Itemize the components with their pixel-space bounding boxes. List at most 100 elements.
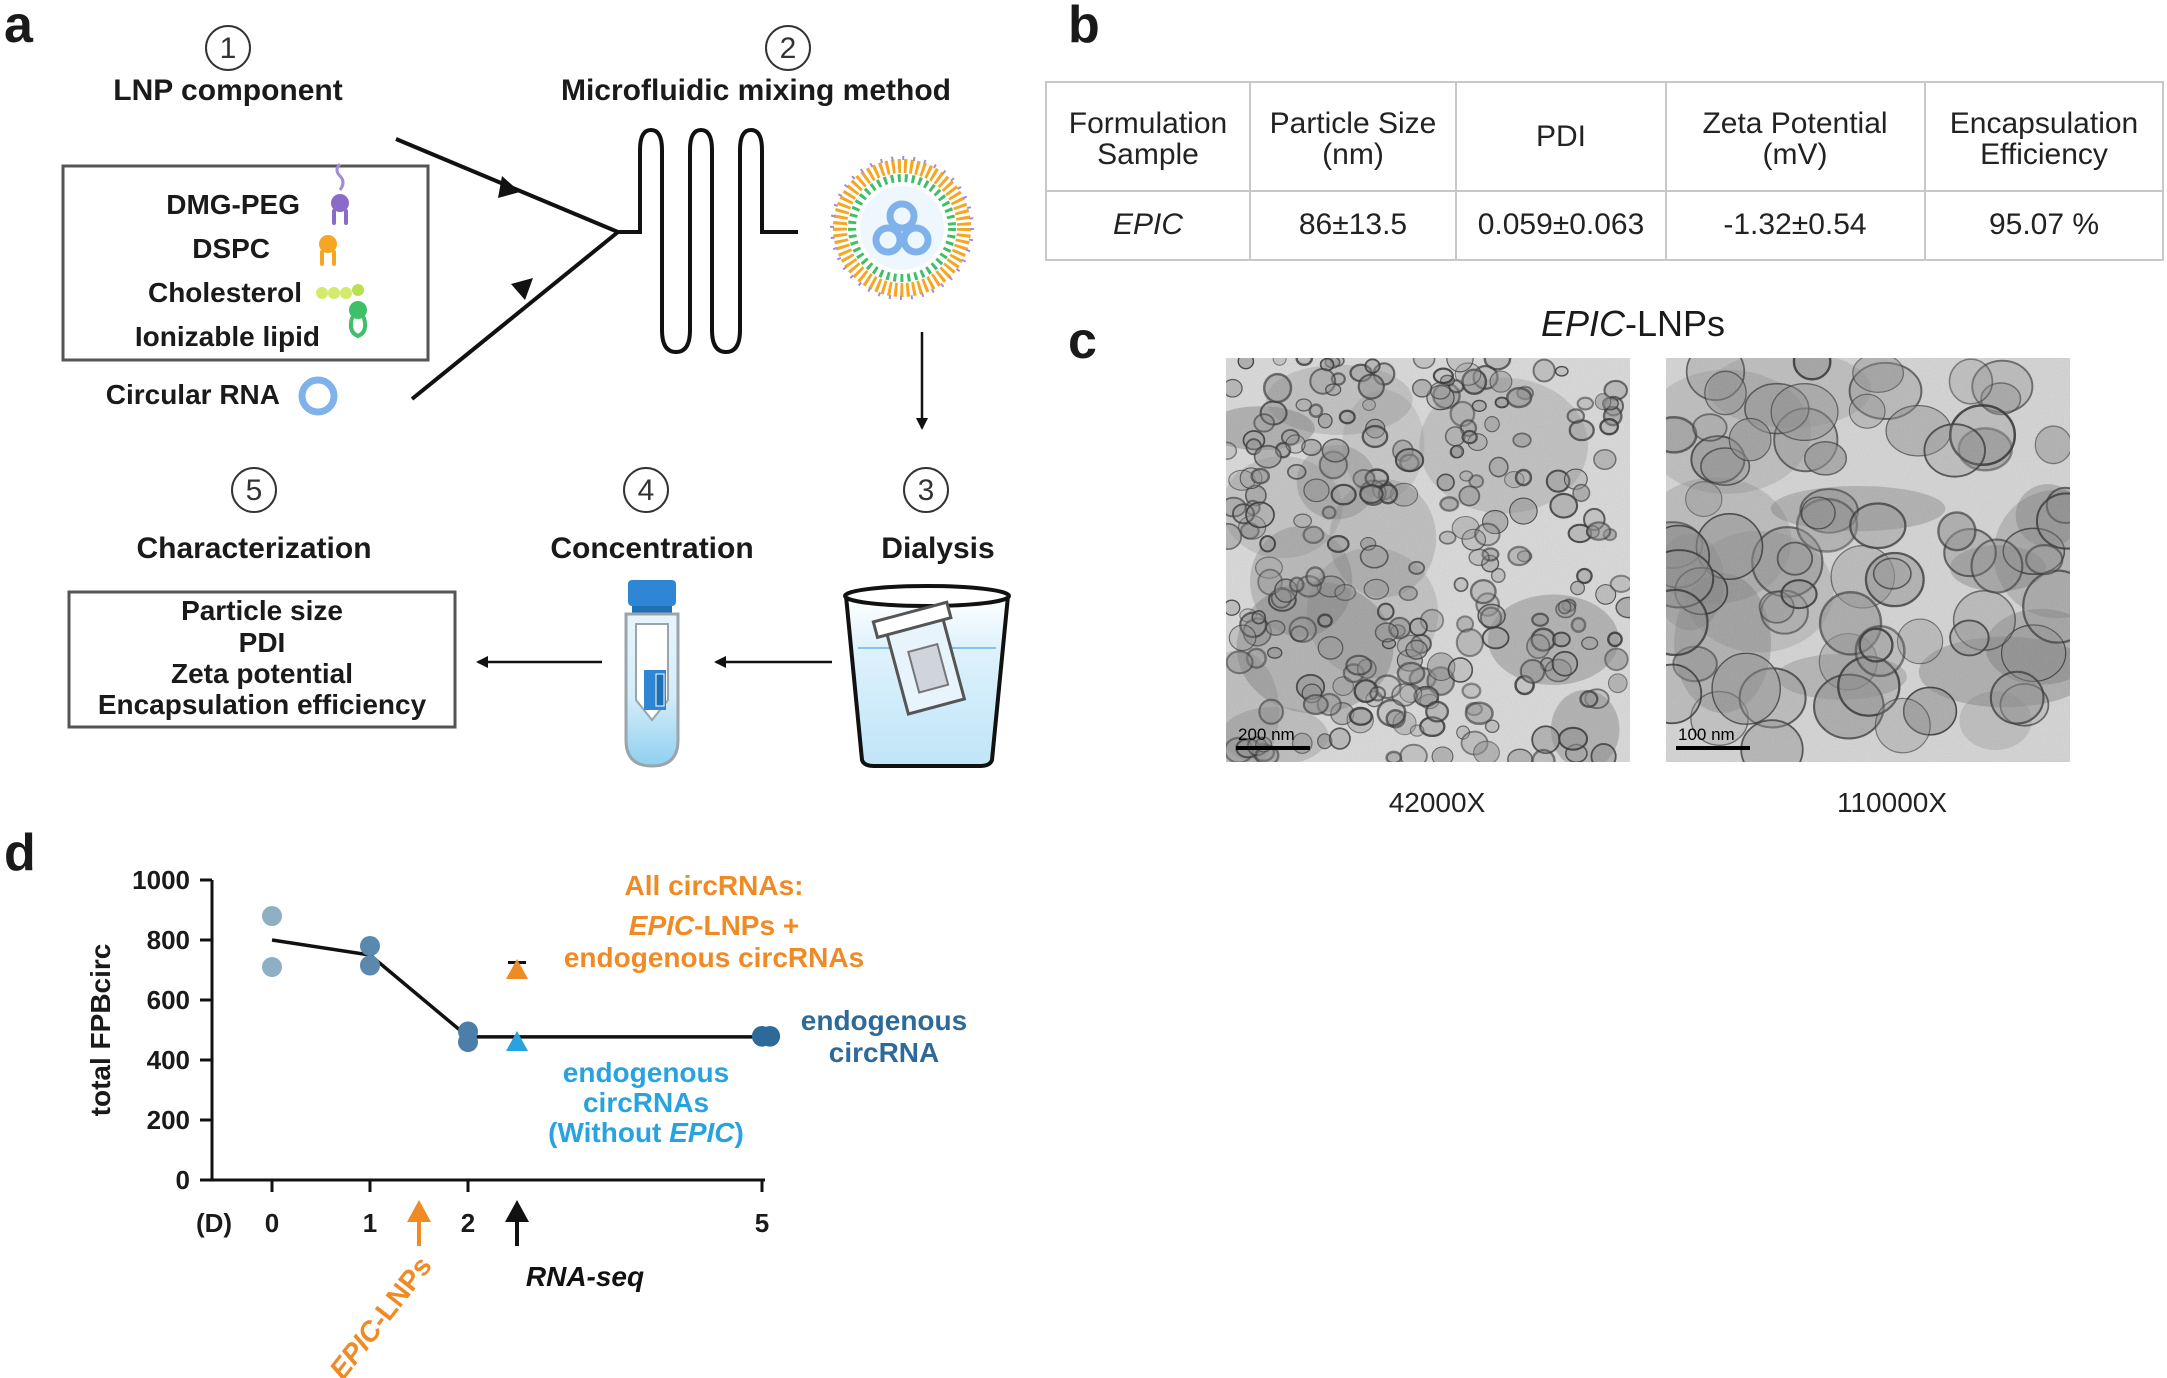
magnification-label-2: 110000X bbox=[1837, 787, 1947, 818]
magnification-label-1: 42000X bbox=[1389, 787, 1486, 818]
data-point-endogenous bbox=[262, 957, 282, 977]
tem-image-42000x: 200 nm bbox=[1226, 358, 1630, 762]
data-point-all-circrnas bbox=[506, 959, 528, 979]
step-2-title: Microfluidic mixing method bbox=[561, 74, 951, 107]
circular-rna-label: Circular RNA bbox=[106, 379, 280, 410]
annotation-endogenous-1: endogenous bbox=[801, 1005, 967, 1036]
step-3-number: 3 bbox=[918, 474, 935, 507]
component-cholesterol: Cholesterol bbox=[148, 277, 302, 308]
x-tick-label: 5 bbox=[755, 1208, 769, 1238]
arrow-rna-seq-head bbox=[505, 1200, 529, 1222]
panel-label-b: b bbox=[1068, 0, 1100, 54]
scale-bar-label-2: 100 nm bbox=[1678, 725, 1735, 744]
annotation-without-1: endogenous bbox=[563, 1057, 729, 1088]
y-tick-label: 800 bbox=[147, 925, 190, 955]
y-tick-label: 1000 bbox=[132, 865, 190, 895]
step-2-number: 2 bbox=[780, 32, 797, 65]
x-tick-label: 0 bbox=[265, 1208, 279, 1238]
tem-title: EPIC-LNPs bbox=[1541, 303, 1725, 344]
table-header-zeta-2: (mV) bbox=[1763, 138, 1828, 171]
characterization-zeta-potential: Zeta potential bbox=[171, 658, 353, 689]
panel-label-d: d bbox=[4, 824, 36, 882]
characterization-pdi: PDI bbox=[239, 627, 286, 658]
table-cell-pdi: 0.059±0.063 bbox=[1478, 208, 1645, 241]
y-tick-label: 600 bbox=[147, 985, 190, 1015]
tem-title-rest: -LNPs bbox=[1625, 303, 1725, 344]
dspc-icon bbox=[319, 235, 337, 266]
data-point-endogenous bbox=[458, 1032, 478, 1052]
component-ionizable-lipid: Ionizable lipid bbox=[135, 321, 320, 352]
arrow-epic-lnps-head bbox=[407, 1200, 431, 1222]
y-axis-label: total FPBcirc bbox=[85, 944, 116, 1117]
data-point-endogenous bbox=[760, 1026, 780, 1047]
circular-rna-icon bbox=[298, 376, 338, 416]
table-header-formulation-1: Formulation bbox=[1069, 107, 1227, 140]
step-3-title: Dialysis bbox=[881, 532, 994, 565]
step-5-title: Characterization bbox=[136, 532, 371, 565]
step-5: 5 Characterization bbox=[136, 467, 372, 565]
x-axis-day-prefix: (D) bbox=[196, 1208, 232, 1238]
annotation-without-3: (Without EPIC) bbox=[548, 1117, 744, 1148]
table-header-encapsulation-2: Efficiency bbox=[1980, 138, 2108, 171]
x-tick-label: 1 bbox=[363, 1208, 377, 1238]
data-point-endogenous bbox=[360, 936, 380, 956]
y-tick-label: 0 bbox=[176, 1165, 190, 1195]
annotation-without-3b: ) bbox=[735, 1117, 744, 1148]
annotation-all-circrnas-3: endogenous circRNAs bbox=[564, 942, 864, 973]
annotation-endogenous-2: circRNA bbox=[829, 1037, 939, 1068]
panel-label-c: c bbox=[1068, 312, 1097, 370]
y-tick-label: 200 bbox=[147, 1105, 190, 1135]
step-2: 2 Microfluidic mixing method bbox=[561, 25, 951, 107]
arrow-epic-lnps-label: EPIC-LNPs bbox=[323, 1251, 437, 1378]
annotation-without-2: circRNAs bbox=[583, 1087, 709, 1118]
step-4-number: 4 bbox=[638, 474, 655, 507]
y-tick-label: 400 bbox=[147, 1045, 190, 1075]
data-point-endogenous bbox=[262, 906, 282, 926]
panel-label-a: a bbox=[4, 0, 34, 54]
cholesterol-icon bbox=[316, 284, 364, 299]
component-dspc: DSPC bbox=[192, 233, 270, 264]
table-header-encapsulation-1: Encapsulation bbox=[1950, 107, 2138, 140]
data-point-endogenous bbox=[360, 955, 380, 976]
scale-bar-label-1: 200 nm bbox=[1238, 725, 1295, 744]
step-3: 3 Dialysis bbox=[881, 467, 995, 565]
lnp-particle-icon bbox=[830, 156, 974, 300]
series-mean-line bbox=[271, 938, 762, 1039]
step-1-number: 1 bbox=[220, 32, 237, 65]
characterization-box bbox=[67, 590, 457, 729]
table-cell-sample: EPIC bbox=[1113, 208, 1183, 241]
concentration-tube-icon bbox=[624, 580, 680, 768]
annotation-without-3-italic: EPIC bbox=[669, 1117, 735, 1148]
tem-image-110000x: 100 nm bbox=[1666, 358, 2070, 762]
step-1: 1 LNP component bbox=[113, 25, 343, 107]
annotation-all-circrnas-2: EPIC-LNPs + bbox=[629, 910, 799, 941]
table-header-zeta-1: Zeta Potential bbox=[1702, 107, 1887, 140]
dialysis-beaker-icon bbox=[843, 584, 1011, 768]
formulation-table bbox=[1045, 81, 2164, 261]
table-header-pdi: PDI bbox=[1536, 120, 1586, 153]
annotation-all-rest: -LNPs + bbox=[694, 910, 799, 941]
mixing-input-lines bbox=[395, 137, 620, 401]
component-dmg-peg: DMG-PEG bbox=[166, 189, 300, 220]
table-header-formulation-2: Sample bbox=[1097, 138, 1199, 171]
table-header-particle-size-1: Particle Size bbox=[1270, 107, 1437, 140]
tem-title-italic: EPIC bbox=[1541, 303, 1626, 344]
characterization-particle-size: Particle size bbox=[181, 595, 343, 626]
step-5-number: 5 bbox=[246, 474, 263, 507]
arrow-rna-seq-label: RNA-seq bbox=[526, 1261, 644, 1292]
step-4-title: Concentration bbox=[550, 532, 753, 565]
ionizable-lipid-icon bbox=[348, 301, 368, 338]
arrow-epic-lnps-label-rest: -LNPs bbox=[363, 1251, 437, 1334]
table-cell-particle-size: 86±13.5 bbox=[1299, 208, 1407, 241]
data-point-without-epic bbox=[506, 1031, 528, 1051]
annotation-all-circrnas-1: All circRNAs: bbox=[625, 870, 804, 901]
lnp-component-box bbox=[61, 164, 430, 362]
step-1-title: LNP component bbox=[113, 74, 342, 107]
dmg-peg-icon bbox=[331, 162, 349, 225]
characterization-encapsulation: Encapsulation efficiency bbox=[98, 689, 427, 720]
table-cell-encapsulation: 95.07 % bbox=[1989, 208, 2099, 241]
table-cell-zeta: -1.32±0.54 bbox=[1723, 208, 1866, 241]
annotation-without-3a: (Without bbox=[548, 1117, 669, 1148]
